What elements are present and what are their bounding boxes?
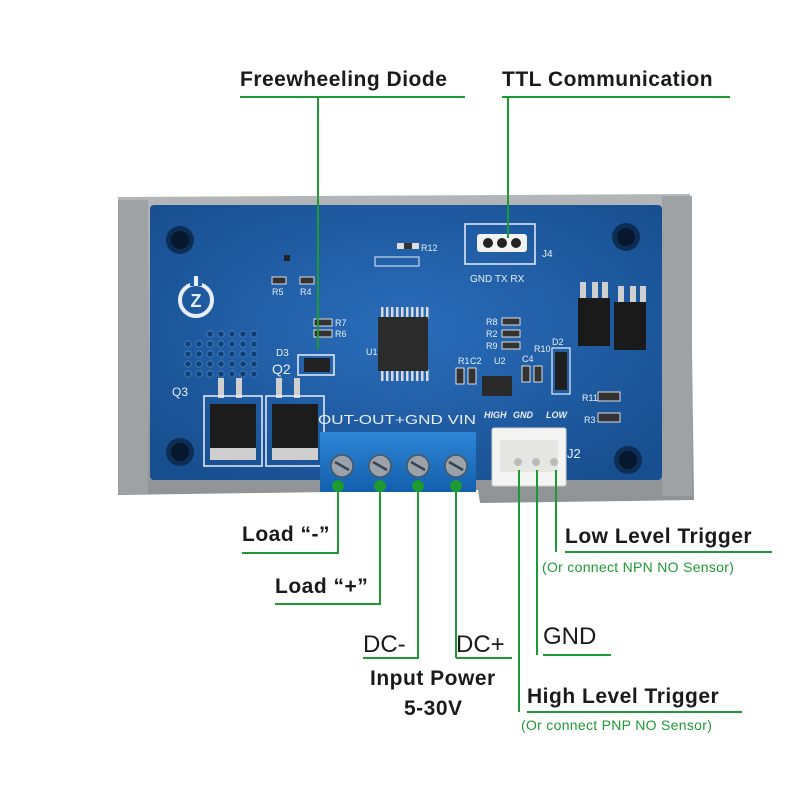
j2-connector: HIGH GND LOW J2 <box>484 410 581 487</box>
svg-text:R3: R3 <box>584 415 596 425</box>
svg-text:U2: U2 <box>494 356 506 366</box>
svg-text:Q2: Q2 <box>272 361 291 377</box>
svg-text:D3: D3 <box>276 348 289 359</box>
high-level-note: (Or connect PNP NO Sensor) <box>521 717 713 733</box>
svg-text:R1: R1 <box>458 356 470 366</box>
svg-text:R11: R11 <box>582 393 598 403</box>
smd-c4-r10-d2: C4 R10 D2 <box>521 337 571 395</box>
gnd-label: GND <box>543 623 597 650</box>
mosfet-pair-left: Q3 <box>172 378 325 467</box>
smd-r7-r6: R7 R6 <box>313 318 347 339</box>
svg-text:R12: R12 <box>421 243 438 253</box>
svg-text:C4: C4 <box>522 354 534 364</box>
svg-text:R4: R4 <box>300 287 312 297</box>
terminal-pin-labels: OUT-OUT+GND VIN <box>318 412 476 427</box>
svg-text:R8: R8 <box>486 317 498 327</box>
svg-text:R6: R6 <box>335 329 347 339</box>
u1-chip: U1 <box>366 307 429 381</box>
j4-header: GND TX RX J4 <box>464 223 553 285</box>
j4-pin-labels: GND TX RX <box>470 274 525 285</box>
low-level-trigger-label: Low Level Trigger <box>565 525 753 548</box>
mounting-holes <box>166 223 642 474</box>
smd-r11-r3: R11 R3 <box>582 391 621 425</box>
enclosure-left-rail <box>118 200 148 494</box>
low-level-note: (Or connect NPN NO Sensor) <box>542 559 735 575</box>
dc-plus-label: DC+ <box>456 631 505 658</box>
svg-text:Z: Z <box>191 291 202 311</box>
svg-text:R9: R9 <box>486 341 498 351</box>
high-level-trigger-label: High Level Trigger <box>527 685 720 708</box>
svg-text:U1: U1 <box>366 347 378 357</box>
leader-lines <box>240 96 772 713</box>
ttl-communication-label: TTL Communication <box>502 68 714 91</box>
screw-terminal-block <box>320 432 476 492</box>
svg-text:D2: D2 <box>552 337 564 347</box>
svg-text:R5: R5 <box>272 287 284 297</box>
svg-text:R2: R2 <box>486 329 498 339</box>
svg-text:C2: C2 <box>470 356 482 366</box>
enclosure-right-rail <box>662 196 692 496</box>
dc-minus-label: DC- <box>363 631 406 658</box>
smd-r1-c2-u2: R1 C2 U2 <box>455 356 512 396</box>
load-minus-label: Load “-” <box>242 523 330 546</box>
pin-row <box>374 256 420 267</box>
svg-text:GND: GND <box>513 410 534 420</box>
smd-r5-r4: R5 R4 <box>271 255 315 297</box>
freewheeling-diode-label: Freewheeling Diode <box>240 68 448 91</box>
mosfet-pair-right <box>578 282 646 350</box>
svg-text:R10: R10 <box>534 344 551 354</box>
via-grid <box>184 330 258 378</box>
svg-text:LOW: LOW <box>546 410 568 420</box>
svg-text:J2: J2 <box>567 446 581 461</box>
smd-r12: R12 <box>397 243 438 253</box>
smd-r8-r2-r9: R8 R2 R9 <box>486 317 521 351</box>
brand-logo-icon: Z <box>178 276 214 318</box>
input-power-label: Input Power <box>370 667 496 690</box>
svg-text:Q3: Q3 <box>172 385 188 399</box>
svg-text:R7: R7 <box>335 318 347 328</box>
d3-diode: D3 Q2 <box>272 348 335 377</box>
load-plus-label: Load “+” <box>275 575 369 598</box>
j4-ref: J4 <box>542 249 553 260</box>
input-voltage-label: 5-30V <box>404 697 463 720</box>
svg-text:HIGH: HIGH <box>484 410 507 420</box>
